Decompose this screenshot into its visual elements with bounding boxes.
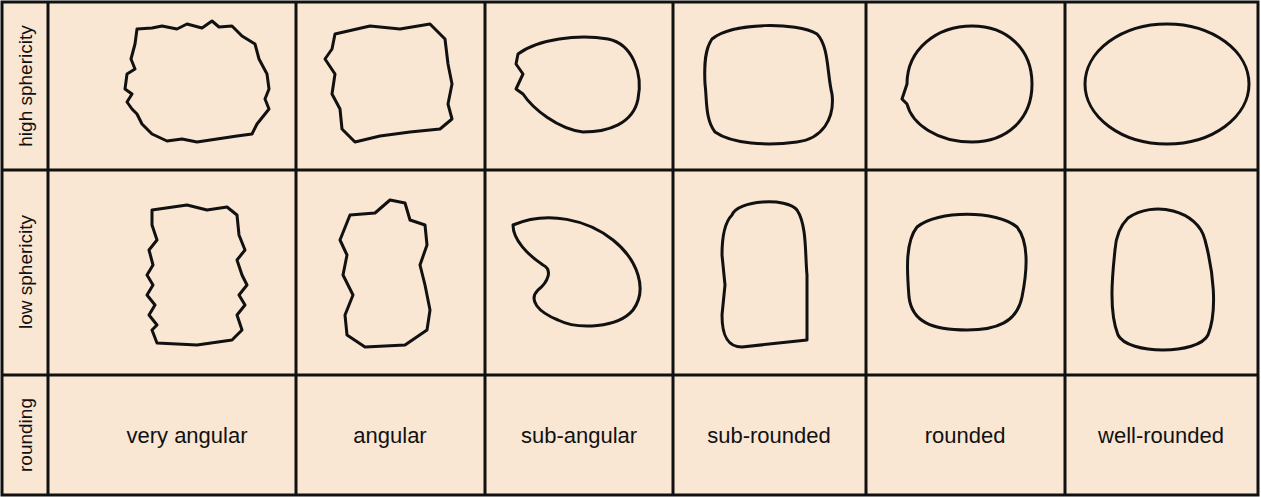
grain-outline [516, 37, 639, 132]
column-header: angular [353, 425, 426, 447]
row-header: low sphericity [16, 215, 35, 329]
column-header: very angular [126, 425, 247, 447]
row-header: rounding [16, 398, 35, 472]
grid-line [672, 2, 675, 495]
grid-line [2, 169, 1258, 172]
grid-line [865, 2, 868, 495]
grain-outline [1112, 209, 1214, 350]
grain-outline [902, 26, 1032, 142]
column-header: sub-rounded [707, 425, 831, 447]
grain-outline [340, 200, 430, 347]
row-header: high sphericity [16, 25, 35, 146]
grain-outline [147, 205, 247, 345]
grain-outline [513, 218, 640, 326]
grain-outline [1085, 24, 1249, 144]
column-header: well-rounded [1098, 425, 1224, 447]
grid-line [2, 374, 1258, 377]
grid-line [47, 2, 50, 495]
grain-outline [907, 214, 1025, 330]
grid-line [1064, 2, 1067, 495]
grain-outline [125, 21, 269, 142]
column-header: rounded [925, 425, 1006, 447]
grain-outline [705, 26, 833, 144]
grain-outlines [125, 21, 1249, 350]
column-header: sub-angular [521, 425, 637, 447]
grid-line [484, 2, 487, 495]
grid-line [295, 2, 298, 495]
grain-outline [325, 24, 452, 142]
grain-outline [722, 202, 807, 347]
